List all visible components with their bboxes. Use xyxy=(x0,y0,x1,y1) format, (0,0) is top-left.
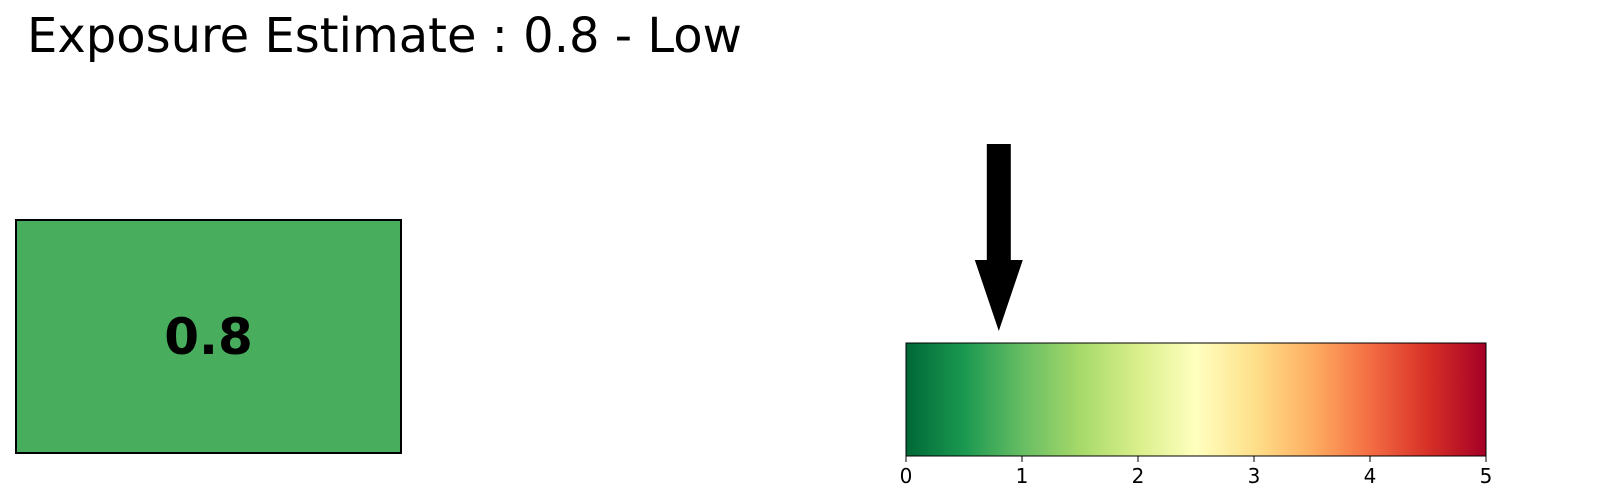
colorbar xyxy=(905,342,1487,457)
tick-label: 5 xyxy=(1480,464,1493,488)
tick-label: 2 xyxy=(1132,464,1145,488)
page-title: Exposure Estimate : 0.8 - Low xyxy=(27,8,742,64)
tick-label: 0 xyxy=(900,464,913,488)
value-label: 0.8 xyxy=(164,307,253,366)
tick-label: 4 xyxy=(1364,464,1377,488)
tick-label: 3 xyxy=(1248,464,1261,488)
value-box: 0.8 xyxy=(15,219,402,454)
value-arrow-indicator xyxy=(974,144,1023,331)
colorbar-ticks: 0 1 2 3 4 5 xyxy=(900,456,1493,488)
tick-label: 1 xyxy=(1016,464,1029,488)
